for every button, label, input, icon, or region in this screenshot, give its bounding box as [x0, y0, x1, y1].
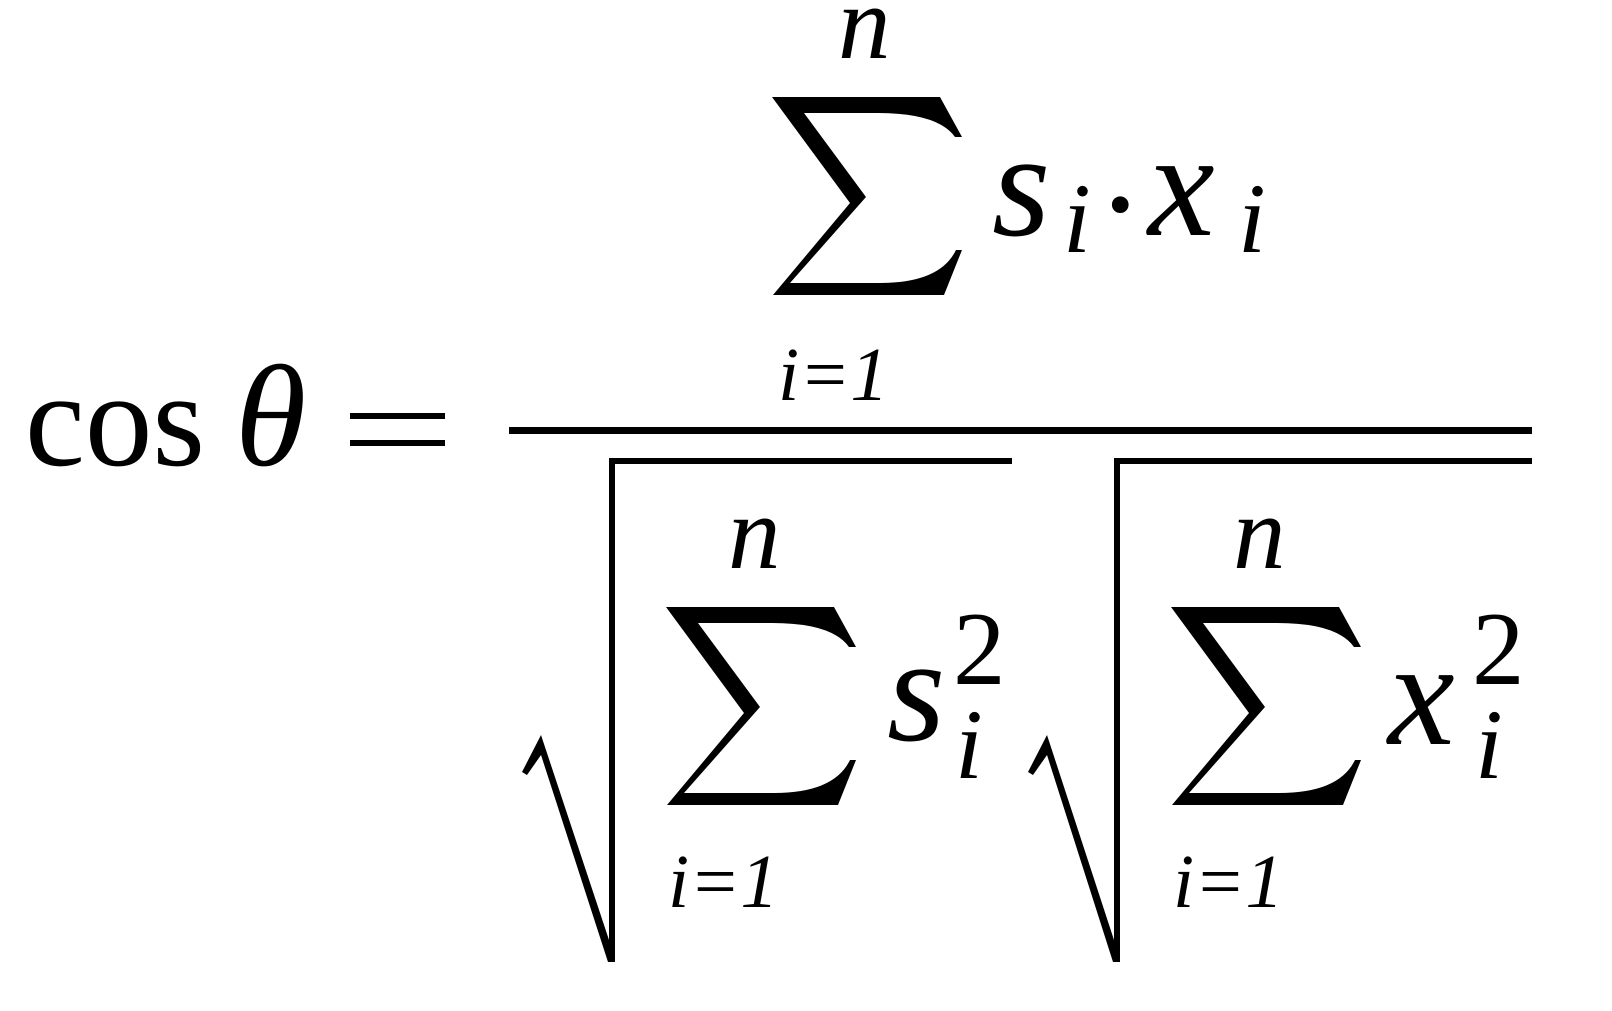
sqrt-sum-s-squared: n i=1 s 2 i	[522, 458, 1012, 962]
sigma-icon	[1171, 607, 1361, 805]
sum-upper-limit: n	[838, 0, 891, 81]
sum-lower-limit: i=1	[1173, 840, 1283, 924]
sqrt-sum-x-squared: n i=1 x 2 i	[1028, 458, 1532, 962]
sum-upper-limit: n	[728, 474, 781, 591]
term-s: s	[887, 607, 945, 773]
numerator: n i=1 s i • x i	[772, 0, 1266, 417]
fraction-bar	[509, 427, 1532, 434]
subscript-i: i	[1475, 689, 1503, 800]
superscript-2: 2	[953, 590, 1006, 707]
term-s: s	[992, 102, 1050, 268]
theta-symbol: θ	[235, 337, 306, 497]
equals-sign	[350, 413, 445, 446]
sum-lower-limit: i=1	[668, 840, 778, 924]
superscript-2: 2	[1472, 590, 1525, 707]
sum-upper-limit: n	[1233, 474, 1286, 591]
dot-operator: •	[1108, 167, 1133, 244]
sum-lower-limit: i=1	[778, 333, 888, 417]
term-x: x	[1386, 611, 1455, 777]
sigma-icon	[666, 607, 856, 805]
cos-function: cos	[25, 346, 205, 495]
term-x: x	[1146, 102, 1215, 268]
subscript-i: i	[955, 689, 983, 800]
term-x-subscript: i	[1238, 163, 1266, 274]
sigma-icon	[772, 97, 962, 295]
term-s-subscript: i	[1063, 163, 1091, 274]
